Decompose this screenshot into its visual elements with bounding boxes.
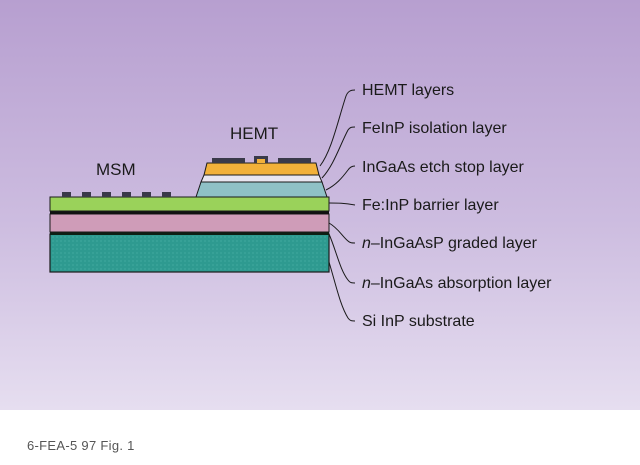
- label-si-inp-substrate: Si InP substrate: [362, 313, 475, 330]
- layer-hemt: [203, 162, 320, 176]
- separator-line: [50, 210, 329, 214]
- layer-si-inp-substrate: [49, 233, 330, 273]
- layer-feinp-isolation: [200, 174, 323, 183]
- label-ingaas-etch-stop: InGaAs etch stop layer: [362, 159, 524, 176]
- hemt-contacts: [212, 156, 311, 163]
- layer-ingaasp-graded: [49, 213, 330, 233]
- msm-electrodes: [62, 192, 171, 197]
- label-feinp-barrier: Fe:InP barrier layer: [362, 197, 499, 214]
- msm-label: MSM: [96, 160, 136, 179]
- label-feinp-isolation: FeInP isolation layer: [362, 120, 507, 137]
- figure-caption: 6-FEA-5 97 Fig. 1: [27, 438, 135, 453]
- label-hemt-layers: HEMT layers: [362, 82, 455, 99]
- hemt-label: HEMT: [230, 124, 279, 143]
- leader-lines: [319, 89, 356, 322]
- layer-ingaas-etch-stop: [195, 181, 328, 198]
- label-ingaasp-graded: n–InGaAsP graded layer: [362, 235, 537, 252]
- label-ingaas-absorption: n–InGaAs absorption layer: [362, 275, 552, 292]
- layer-feinp-barrier: [49, 196, 330, 212]
- layer-ingaas-absorption: [50, 231, 329, 235]
